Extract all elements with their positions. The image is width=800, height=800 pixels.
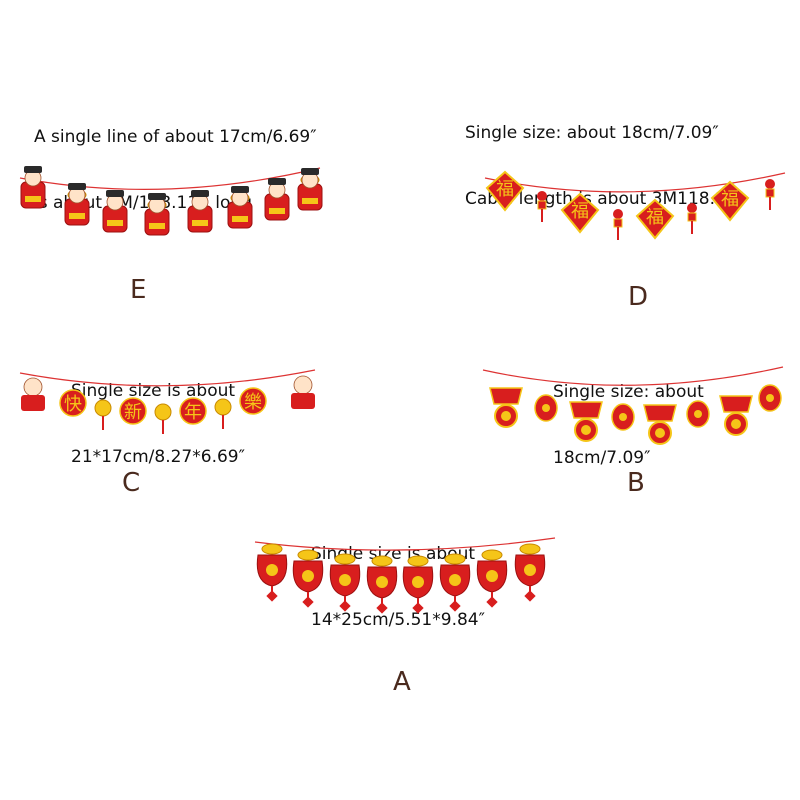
svg-text:福: 福 [496,179,514,200]
garland-a-image [254,537,556,614]
caption-b-line-2: 18cm/7.09″ [553,448,651,468]
caption-e-line-1: A single line of about 17cm/6.69″ [34,127,317,147]
label-b: B [627,468,645,498]
caption-d-line-1: Single size: about 18cm/7.09″ [465,123,719,143]
svg-text:年: 年 [184,402,202,423]
caption-a: Single size is about 14*25cm/5.51*9.84″ [311,499,485,675]
svg-text:福: 福 [721,189,739,210]
garland-c-image: 快新年樂 [19,369,316,434]
caption-b-line-1: Single size: about [553,382,704,402]
label-c: C [122,468,141,498]
svg-text:快: 快 [64,394,82,415]
garland-e-image [19,166,323,236]
garland-b-image [482,366,784,445]
svg-text:樂: 樂 [244,392,262,413]
garland-d-image: 福福福福 [484,170,786,240]
label-e: E [130,275,147,305]
label-d: D [628,282,649,312]
caption-b: Single size: about 18cm/7.09″ [553,337,704,513]
caption-a-line-2: 14*25cm/5.51*9.84″ [311,610,485,630]
svg-text:福: 福 [571,201,589,222]
label-a: A [393,667,411,697]
caption-c-line-2: 21*17cm/8.27*6.69″ [71,447,245,467]
svg-text:新: 新 [124,402,142,423]
svg-text:福: 福 [646,207,664,228]
